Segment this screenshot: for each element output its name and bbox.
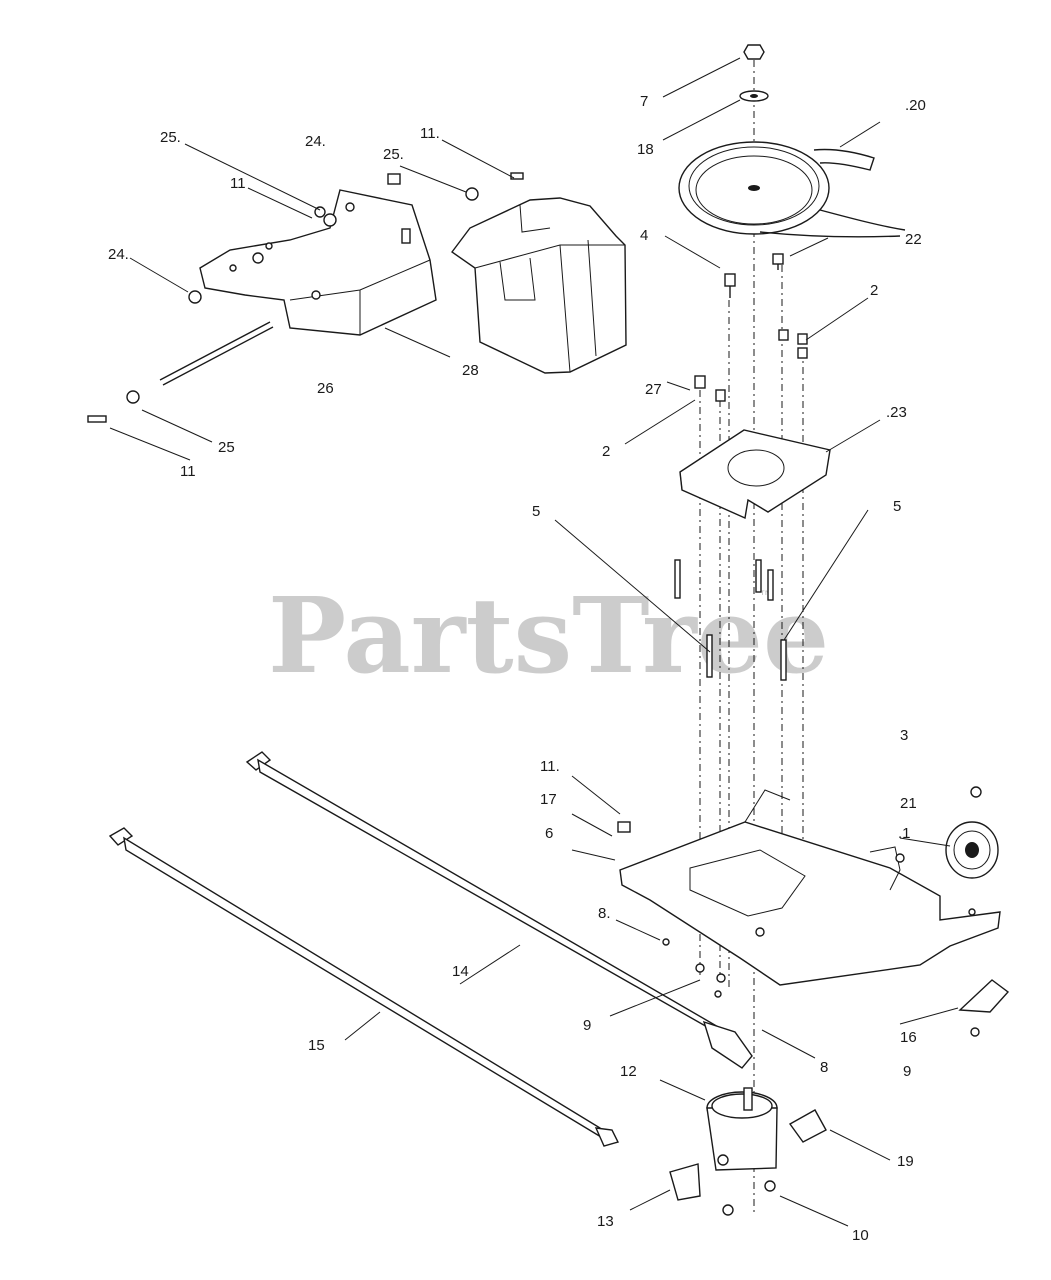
label-21: 21 (900, 795, 917, 812)
label-12: 12 (620, 1063, 637, 1080)
label-13: 13 (597, 1213, 614, 1230)
label-11-top: 11. (420, 125, 440, 142)
bracket-16 (958, 979, 1010, 1037)
hose-14 (245, 751, 753, 1069)
label-5-left: 5 (532, 503, 540, 520)
fitting-13 (669, 1163, 701, 1201)
label-20: .20 (905, 97, 926, 114)
label-4: 4 (640, 227, 648, 244)
label-26: 26 (317, 380, 334, 397)
label-2-left: 2 (602, 443, 610, 460)
label-2-right: 2 (870, 282, 878, 299)
label-24-left: 24. (108, 246, 129, 263)
label-16: 16 (900, 1029, 917, 1046)
pump-12 (706, 1087, 778, 1171)
leader-lines (109, 57, 959, 1227)
label-8-right: 8 (820, 1059, 828, 1076)
label-28: 28 (462, 362, 479, 379)
nut-7 (743, 44, 765, 60)
bolts-27 (694, 375, 726, 402)
main-frame-1 (619, 789, 1001, 986)
label-15: 15 (308, 1037, 325, 1054)
bolts-2-right (778, 329, 808, 359)
label-14: 14 (452, 963, 469, 980)
bolts-4 (724, 253, 784, 298)
label-18: 18 (637, 141, 654, 158)
label-25-mid: 25. (383, 146, 404, 163)
fuel-tank-28 (451, 197, 627, 374)
pins-5 (674, 559, 787, 681)
label-25-top: 25. (160, 129, 181, 146)
label-9-right: 9 (903, 1063, 911, 1080)
label-1: .1 (898, 825, 911, 842)
label-11-left: 11 (230, 175, 246, 192)
label-22: 22 (905, 231, 922, 248)
idler-pulley-21 (945, 786, 999, 879)
label-25-bottom: 25 (218, 439, 235, 456)
label-17: 17 (540, 791, 557, 808)
label-11-bottom: 11 (180, 463, 196, 480)
label-7: 7 (640, 93, 648, 110)
hose-15 (108, 827, 620, 1147)
watermark-text: PartsTree (268, 574, 829, 697)
label-5-right: 5 (893, 498, 901, 515)
frame-hardware (617, 821, 905, 998)
label-19: 19 (897, 1153, 914, 1170)
top-pulley-group (678, 44, 906, 238)
tank-bracket-group (199, 189, 437, 336)
label-9-left: 9 (583, 1017, 591, 1034)
belt-20 (813, 148, 875, 171)
part-labels: 7 .20 18 22 4 2 27 2 .23 25. 24. 25. 11.… (108, 93, 926, 1244)
label-8-left: 8. (598, 905, 611, 922)
rod-26 (159, 321, 274, 386)
label-3: 3 (900, 727, 908, 744)
label-27: 27 (645, 381, 662, 398)
label-10: 10 (852, 1227, 869, 1244)
label-23: .23 (886, 404, 907, 421)
bracket-plate-23 (679, 429, 831, 520)
label-11-frame: 11. (540, 758, 560, 775)
label-6: 6 (545, 825, 553, 842)
fitting-19 (788, 1109, 827, 1143)
nuts-10 (722, 1180, 776, 1216)
label-24-top: 24. (305, 133, 326, 150)
